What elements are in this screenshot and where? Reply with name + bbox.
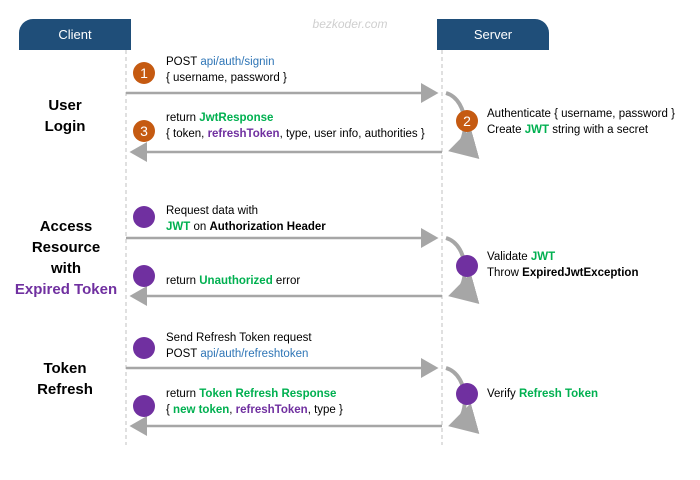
jwt-response-label: JwtResponse	[199, 112, 274, 124]
text: { token,	[166, 128, 208, 140]
server-header: Server	[437, 19, 549, 50]
step-9-badge: 9	[133, 395, 155, 417]
text: string with a secret	[549, 124, 649, 136]
step-8-badge: 8	[456, 383, 478, 405]
section-line: Login	[44, 118, 86, 135]
client-header: Client	[19, 19, 131, 50]
text: Verify	[487, 388, 519, 400]
text: POST	[166, 348, 201, 360]
refresh-response-label: Token Refresh Response	[199, 388, 337, 400]
jwt-label: JWT	[524, 124, 549, 136]
auth-header-label: Authorization Header	[209, 221, 326, 233]
step-5-badge: 5	[456, 255, 478, 277]
text: on	[190, 221, 210, 233]
watermark: bezkoder.com	[312, 17, 388, 31]
section-token-refresh: Token Refresh	[20, 358, 110, 400]
message-7: Send Refresh Token request POST api/auth…	[166, 330, 312, 362]
section-user-login: User Login	[20, 95, 110, 137]
step-3-badge: 3	[133, 120, 155, 142]
jwt-label: JWT	[166, 221, 191, 233]
step-6-badge: 6	[133, 265, 155, 287]
text: return	[166, 275, 200, 287]
refresh-token-label: refreshToken	[207, 128, 280, 140]
text: error	[272, 275, 301, 287]
text: Throw	[487, 267, 523, 279]
new-token-label: new token	[173, 404, 230, 416]
text: Authenticate { username, password }	[487, 108, 675, 120]
message-3: return JwtResponse { token, refreshToken…	[166, 110, 425, 142]
jwt-label: JWT	[530, 251, 556, 263]
step-2-badge: 2	[456, 110, 478, 132]
section-line: with	[51, 260, 81, 277]
step-4-badge: 4	[133, 206, 155, 228]
text: return	[166, 112, 200, 124]
message-6: return Unauthorized error	[166, 273, 300, 289]
section-access-resource: Access Resource with Expired Token	[10, 216, 122, 300]
text: Validate	[487, 251, 531, 263]
text: Request data with	[166, 205, 259, 217]
message-4: Request data with JWT on Authorization H…	[166, 203, 326, 235]
section-line: Resource	[31, 239, 101, 256]
text: Create	[487, 124, 525, 136]
message-9: return Token Refresh Response { new toke…	[166, 386, 343, 418]
message-2: Authenticate { username, password } Crea…	[487, 106, 675, 138]
text: POST	[166, 56, 201, 68]
unauthorized-label: Unauthorized	[199, 275, 273, 287]
section-line: User	[48, 97, 82, 114]
message-5: Validate JWT Throw ExpiredJwtException	[487, 249, 638, 281]
text: ,	[229, 404, 236, 416]
text: Send Refresh Token request	[166, 332, 312, 344]
endpoint-signin: api/auth/signin	[200, 56, 275, 68]
step-7-badge: 7	[133, 337, 155, 359]
step-1-badge: 1	[133, 62, 155, 84]
message-8: Verify Refresh Token	[487, 386, 598, 402]
text: { username, password }	[166, 72, 287, 84]
text: {	[166, 404, 174, 416]
endpoint-refreshtoken: api/auth/refreshtoken	[200, 348, 309, 360]
exception-label: ExpiredJwtException	[522, 267, 639, 279]
refresh-token-label: Refresh Token	[518, 388, 598, 400]
text: , type }	[307, 404, 343, 416]
text: , type, user info, authorities }	[279, 128, 425, 140]
section-line: Access	[39, 218, 93, 235]
section-line: Refresh	[37, 381, 93, 398]
refresh-token-label: refreshToken	[235, 404, 308, 416]
message-1: POST api/auth/signin { username, passwor…	[166, 54, 287, 86]
text: return	[166, 388, 200, 400]
section-line: Expired Token	[14, 281, 118, 298]
section-line: Token	[43, 360, 87, 377]
